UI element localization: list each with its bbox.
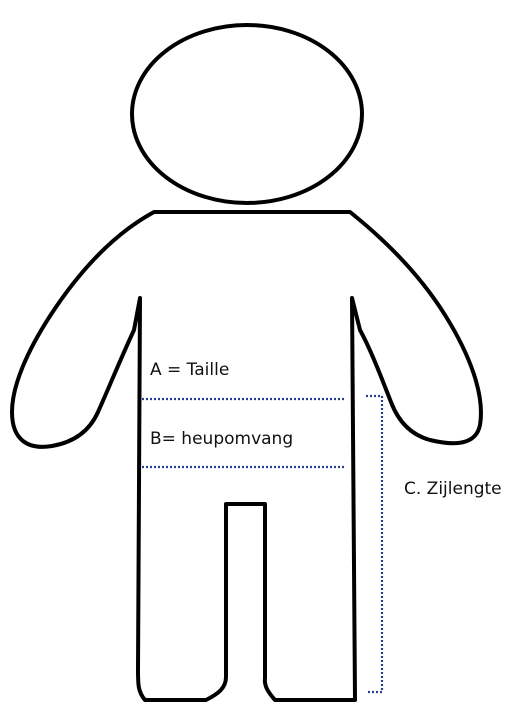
side-length-bracket xyxy=(366,394,384,694)
body-outline xyxy=(10,210,483,702)
head-outline xyxy=(130,23,364,205)
side-length-label: C. Zijlengte xyxy=(404,479,502,499)
waist-label: A = Taille xyxy=(150,360,229,380)
hip-label: B= heupomvang xyxy=(150,429,293,449)
